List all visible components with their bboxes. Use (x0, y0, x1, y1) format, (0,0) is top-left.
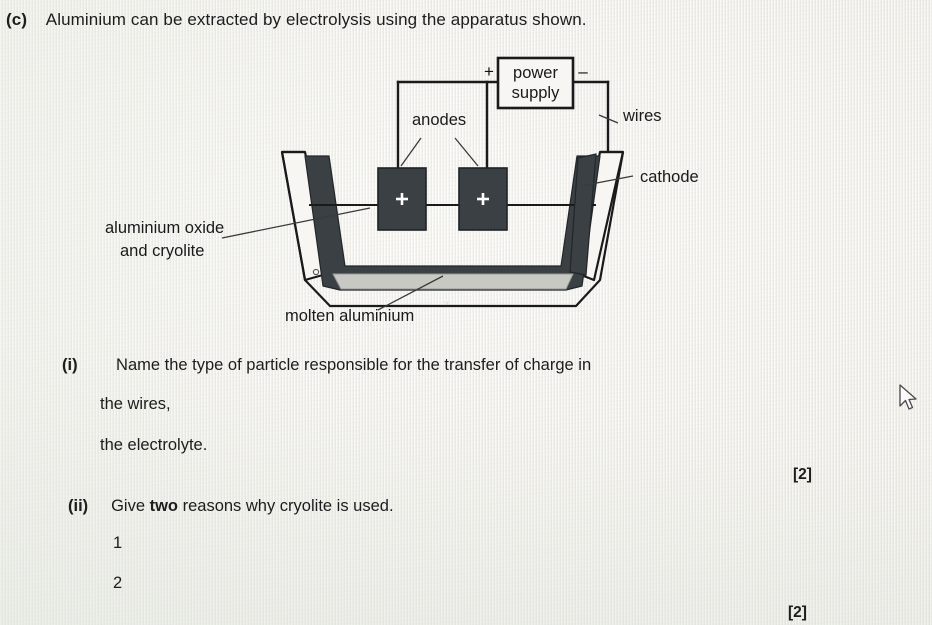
anode-block-left (377, 167, 427, 231)
answer-label-the-wires: the wires, (100, 395, 171, 413)
sub-question-ii-text-before: Give (111, 497, 150, 515)
answer-line-reason-1[interactable] (132, 538, 816, 561)
leader-molten-aluminium (377, 275, 444, 311)
tank-tap-marker (312, 268, 320, 276)
answer-line-the-wires[interactable] (202, 394, 824, 414)
sub-question-i: (i) Name the type of particle responsibl… (62, 356, 591, 375)
question-stem: (c) Aluminium can be extracted by electr… (6, 10, 587, 30)
power-supply-negative-terminal: – (578, 62, 588, 81)
sub-question-i-text: Name the type of particle responsible fo… (116, 356, 592, 374)
answer-label-reason-1: 1 (113, 534, 123, 552)
label-electrolyte-line1: aluminium oxide (105, 219, 224, 237)
power-supply-label-line1: power (513, 64, 558, 82)
answer-label-the-electrolyte: the electrolyte. (100, 436, 208, 454)
cathode-lining (304, 155, 601, 291)
label-wires: wires (622, 107, 662, 125)
molten-aluminium-layer (332, 273, 574, 290)
marks-sub-question-ii: [2] (788, 604, 807, 621)
sub-question-ii-number: (ii) (68, 497, 89, 515)
sub-question-ii-bold-word: two (149, 497, 179, 515)
answer-line-reason-2[interactable] (132, 578, 816, 601)
leader-electrolyte (221, 207, 371, 239)
question-part-letter: (c) (6, 10, 28, 29)
question-stem-text: Aluminium can be extracted by electrolys… (45, 10, 587, 29)
label-molten-aluminium: molten aluminium (285, 307, 414, 325)
leader-cathode (580, 175, 634, 187)
electrolysis-apparatus-diagram: power supply + – (0, 40, 932, 340)
anode-polarity-marks (396, 193, 489, 205)
cell-container-outline (280, 151, 625, 308)
sub-question-i-number: (i) (62, 356, 78, 374)
label-electrolyte-line2: and cryolite (120, 242, 204, 260)
sub-question-ii-text-after: reasons why cryolite is used. (178, 497, 394, 515)
power-supply-positive-terminal: + (484, 62, 494, 81)
label-cathode: cathode (640, 168, 699, 186)
label-anodes: anodes (412, 111, 466, 129)
pencil-smudge: ʾᶠ (443, 300, 449, 312)
answer-line-the-electrolyte[interactable] (237, 437, 817, 457)
leader-anodes-left (400, 137, 422, 167)
leader-anodes-right (454, 137, 479, 167)
diagram-leader-lines (221, 114, 634, 311)
answer-label-reason-2: 2 (113, 574, 123, 592)
sub-question-ii: (ii) Give two reasons why cryolite is us… (68, 497, 394, 516)
mouse-cursor-arrow-icon (898, 384, 920, 414)
power-supply-box (496, 56, 575, 110)
power-supply-label-line2: supply (512, 84, 560, 102)
marks-sub-question-i: [2] (793, 466, 812, 483)
leader-wires (598, 114, 619, 124)
